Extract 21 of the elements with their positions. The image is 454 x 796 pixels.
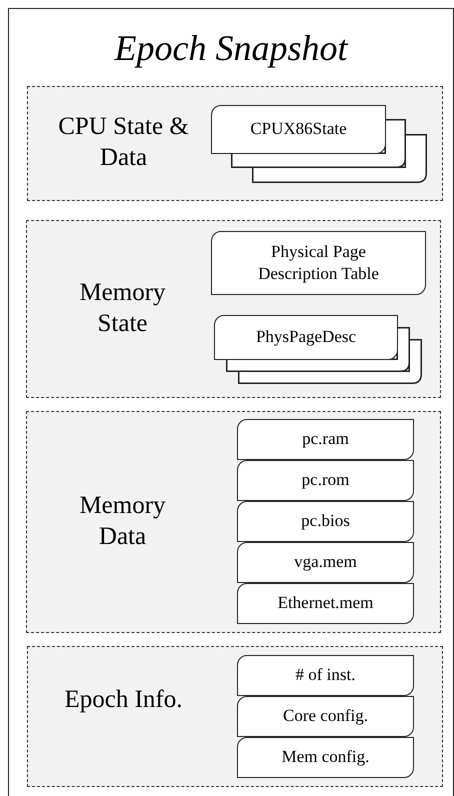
record-card: Core config. — [237, 696, 414, 737]
record-card: pc.ram — [237, 419, 414, 460]
section-label: Memory Data — [78, 490, 167, 552]
section-panel — [26, 410, 440, 632]
section-panel — [26, 646, 442, 786]
record-card: pc.bios — [237, 501, 414, 542]
record-card: Physical Page Description Table — [211, 231, 426, 295]
section-label: Memory State — [78, 278, 167, 339]
section-label: Epoch Info. — [64, 685, 184, 715]
record-card: pc.rom — [237, 460, 414, 501]
record-card: # of inst. — [237, 655, 414, 696]
record-card: Ethernet.mem — [237, 583, 414, 624]
record-card: PhysPageDesc — [214, 315, 398, 360]
record-card: Mem config. — [237, 737, 414, 778]
section-panel — [26, 220, 440, 398]
record-card: CPUX86State — [211, 105, 386, 154]
record-card: vga.mem — [237, 542, 414, 583]
frame-title: Epoch Snapshot — [113, 27, 350, 69]
section-panel — [26, 86, 442, 200]
snapshot-frame — [8, 8, 454, 796]
section-label: CPU State & Data — [57, 112, 190, 174]
